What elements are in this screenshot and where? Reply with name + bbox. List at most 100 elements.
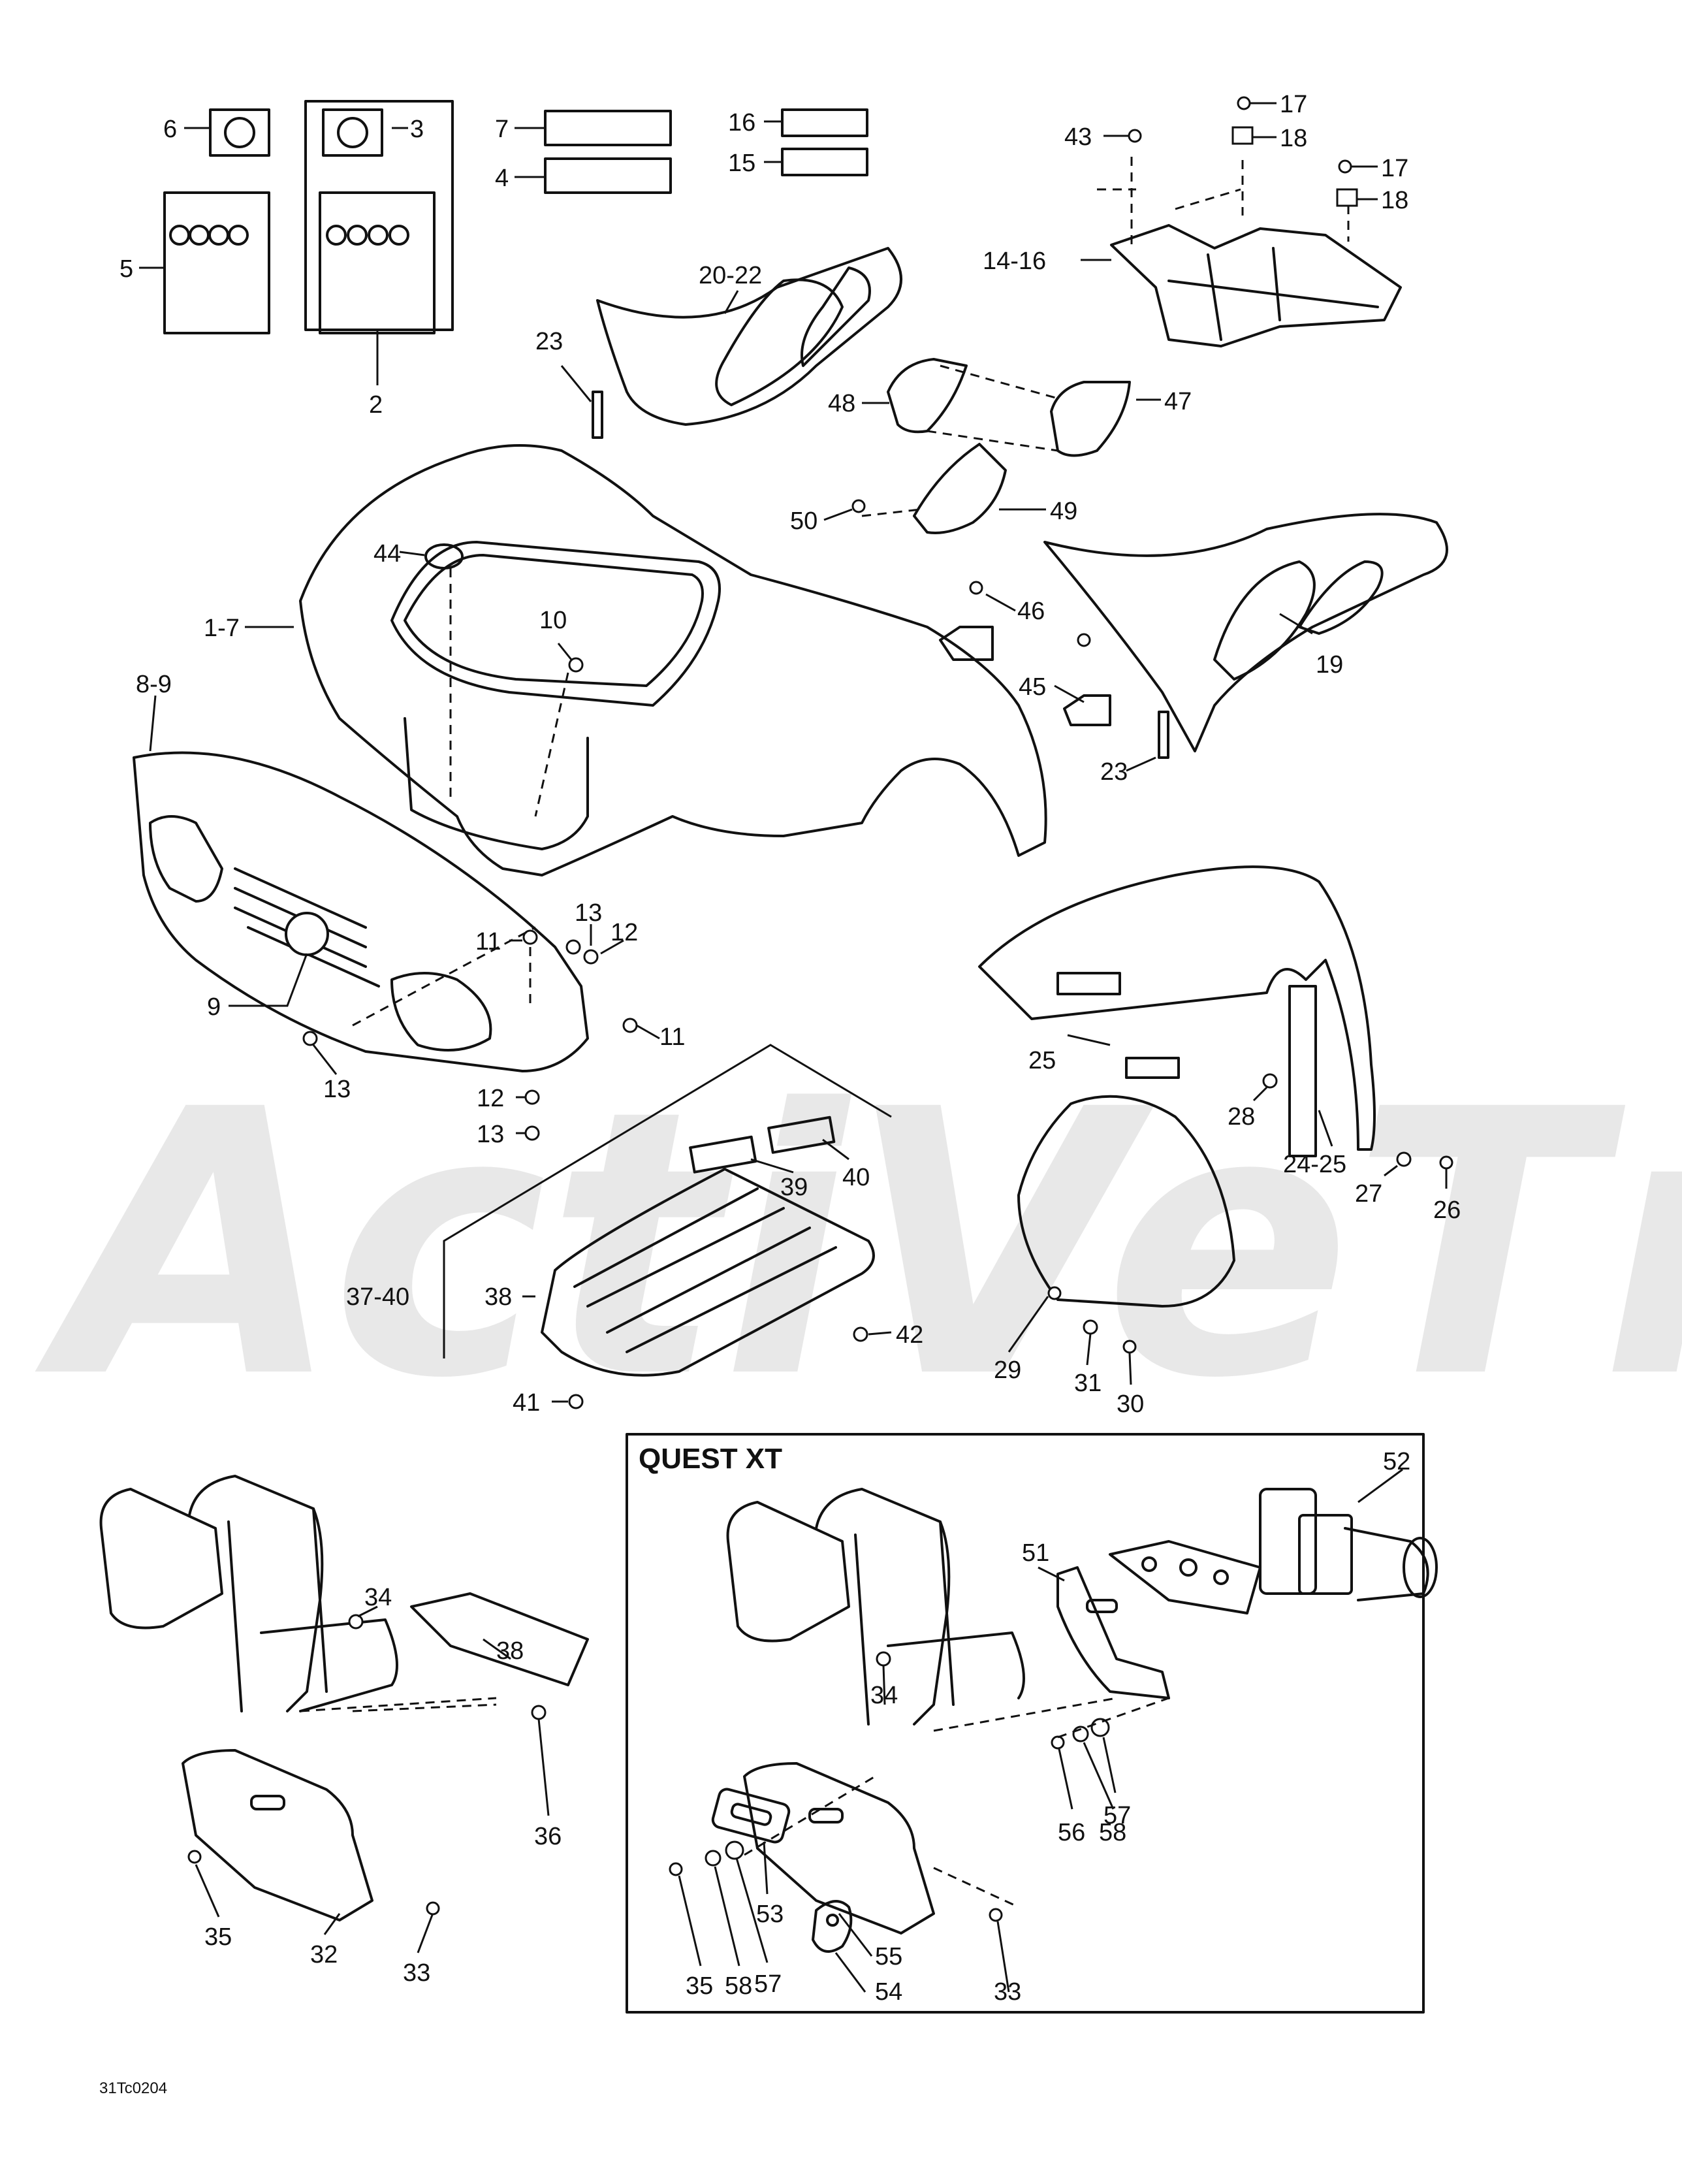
callout-18b: 18	[1381, 187, 1408, 214]
callout-20-22: 20-22	[699, 262, 762, 289]
bracket-45	[939, 626, 1111, 726]
callout-31: 31	[1074, 1370, 1102, 1397]
console-14-16	[1097, 96, 1402, 347]
callout-30: 30	[1117, 1390, 1144, 1418]
callout-51: 51	[1022, 1539, 1049, 1567]
clip-18a	[1231, 126, 1254, 145]
callout-58a: 58	[1099, 1819, 1126, 1846]
callout-8-9: 8-9	[136, 671, 172, 698]
grille-49	[913, 443, 1007, 534]
washer-34a	[348, 1614, 364, 1630]
callout-58b: 58	[725, 1972, 752, 2000]
callout-57b: 57	[754, 1970, 782, 1998]
callout-17b: 17	[1381, 155, 1408, 182]
side-panel-20-22	[596, 247, 902, 426]
callout-17a: 17	[1280, 91, 1307, 118]
callout-5: 5	[119, 255, 133, 283]
decal-2	[319, 191, 436, 334]
fasteners-11-13	[302, 929, 638, 1141]
decal-2-icons	[326, 225, 409, 246]
decal-25a	[1056, 972, 1121, 995]
callout-33a: 33	[403, 1959, 430, 1987]
winch-plate-upper	[1109, 1540, 1262, 1614]
callout-35a: 35	[204, 1923, 232, 1951]
mud-guard-29-31	[1017, 1095, 1235, 1354]
callout-36: 36	[534, 1823, 562, 1850]
callout-23b: 23	[1100, 758, 1128, 786]
decal-5	[163, 191, 270, 334]
callout-38a: 38	[484, 1283, 512, 1311]
callout-39: 39	[780, 1174, 808, 1201]
callout-34a: 34	[364, 1584, 392, 1611]
callout-47: 47	[1164, 388, 1192, 415]
screw-50	[851, 499, 866, 513]
screw-33a	[426, 1901, 440, 1916]
fairlead-51	[1056, 1566, 1170, 1699]
grille-48	[887, 358, 968, 434]
callout-14-16: 14-16	[983, 248, 1046, 275]
callout-41: 41	[513, 1389, 540, 1417]
callout-1-7: 1-7	[204, 615, 240, 642]
callout-13b: 13	[323, 1076, 351, 1103]
callout-28: 28	[1228, 1103, 1255, 1131]
decal-25b	[1125, 1057, 1180, 1079]
clip-18b	[1336, 188, 1358, 207]
callout-27: 27	[1355, 1180, 1382, 1208]
bumper-guard-left	[99, 1475, 589, 1921]
decal-7	[544, 110, 672, 146]
callout-56: 56	[1058, 1819, 1085, 1846]
quest-xt-inset: QUEST XT	[626, 1433, 1438, 2014]
callout-15: 15	[728, 150, 755, 177]
callout-9: 9	[207, 993, 221, 1021]
screw-46	[969, 581, 1091, 647]
callout-46: 46	[1017, 598, 1045, 625]
callout-11a: 11	[475, 928, 501, 956]
callout-11b: 11	[659, 1023, 685, 1051]
callout-34b: 34	[870, 1682, 898, 1709]
callout-leaders	[139, 102, 1448, 1993]
decal-3-symbol	[337, 117, 368, 148]
callout-49: 49	[1050, 498, 1077, 525]
screw-41	[568, 1394, 584, 1409]
decal-6-symbol	[224, 117, 255, 148]
grille-47	[1050, 381, 1131, 457]
decal-set-frame	[304, 100, 454, 331]
rivet-23b	[1158, 711, 1169, 759]
decal-16	[781, 108, 868, 137]
callout-40: 40	[842, 1164, 870, 1191]
callout-13c: 13	[477, 1121, 504, 1148]
callout-2: 2	[369, 391, 383, 419]
rivet-23a	[592, 391, 603, 439]
callout-38b: 38	[496, 1637, 524, 1665]
hook-54-55	[812, 1900, 853, 1953]
decal-4	[544, 157, 672, 194]
callout-3: 3	[410, 116, 424, 143]
callout-19: 19	[1316, 651, 1343, 679]
pad-39	[689, 1135, 757, 1174]
callout-42: 42	[896, 1321, 923, 1349]
callout-12a: 12	[611, 919, 638, 946]
screw-10	[568, 657, 584, 673]
callout-35b: 35	[686, 1972, 713, 2000]
callout-45: 45	[1019, 673, 1046, 701]
side-panel-19	[1043, 513, 1448, 752]
emblem-9	[285, 912, 329, 956]
decal-6	[209, 108, 270, 157]
drawing-code: 31Tc0204	[99, 2080, 167, 2097]
callout-25: 25	[1028, 1047, 1056, 1074]
screw-17b	[1338, 159, 1352, 174]
inner-fender-24-25	[978, 865, 1376, 1157]
watermark: ActiVeTm	[30, 1033, 1682, 1458]
decal-5-icons	[169, 225, 249, 246]
callout-52: 52	[1383, 1448, 1410, 1475]
callout-44: 44	[373, 540, 401, 568]
winch-52	[1259, 1488, 1438, 1601]
screw-35a	[187, 1850, 202, 1864]
screw-17a	[1237, 96, 1251, 110]
callout-23a: 23	[535, 328, 563, 355]
callout-57a: 57	[1103, 1802, 1131, 1829]
callout-53: 53	[756, 1901, 784, 1928]
callout-12b: 12	[477, 1085, 504, 1112]
